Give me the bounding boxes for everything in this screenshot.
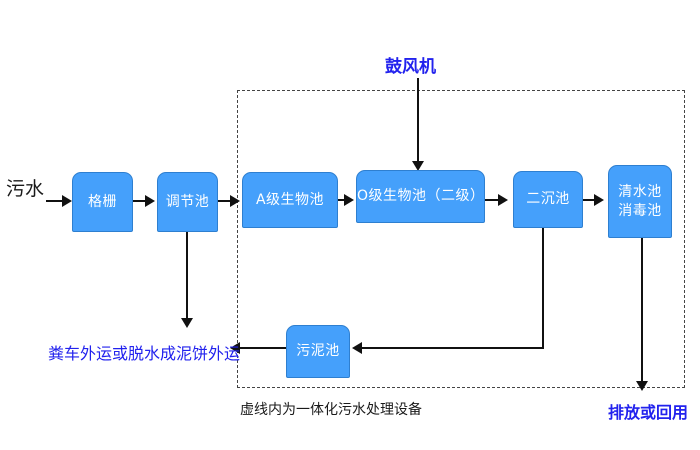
- connector-settling-down-to-sludge: [542, 228, 544, 349]
- connector-o-stage-to-settling: [485, 199, 501, 201]
- connector-a-stage-to-o-stage: [338, 199, 346, 201]
- connector-clearwater-to-discharge: [641, 238, 643, 386]
- arrowhead-inlet-to-grid: [62, 195, 72, 207]
- inlet-label: 污水: [6, 178, 45, 200]
- arrowhead-settling-to-clearwater: [594, 194, 604, 206]
- arrowhead-settling-to-sludge: [352, 342, 362, 354]
- sludge-offsite-label: 粪车外运或脱水成泥饼外运: [48, 344, 241, 363]
- arrowhead-a-stage-to-o-stage: [344, 194, 354, 206]
- node-sludge-tank[interactable]: 污泥池: [286, 325, 350, 378]
- node-clearwater-disinfection-tank[interactable]: 清水池 消毒池: [608, 165, 672, 238]
- node-bar-screen[interactable]: 格栅: [72, 172, 133, 232]
- connector-settling-to-clearwater: [583, 199, 597, 201]
- arrowhead-o-stage-to-settling: [498, 194, 508, 206]
- discharge-reuse-label: 排放或回用: [608, 403, 689, 422]
- node-o-stage-bioreactor[interactable]: O级生物池（二级）: [356, 170, 485, 223]
- node-clearwater-tank-label-line2: 消毒池: [618, 202, 662, 219]
- node-a-stage-bioreactor-label: A级生物池: [255, 191, 325, 208]
- connector-grid-to-regulate: [133, 200, 147, 202]
- node-regulating-tank-label: 调节池: [165, 193, 210, 210]
- arrowhead-clearwater-to-discharge: [636, 381, 648, 391]
- connector-regulate-to-sludge-transport: [186, 232, 188, 322]
- node-clearwater-tank-label-line1: 清水池: [618, 183, 662, 200]
- node-secondary-settling-tank[interactable]: 二沉池: [513, 171, 583, 228]
- node-sludge-tank-label: 污泥池: [296, 343, 340, 360]
- arrowhead-regulate-to-a-stage: [230, 195, 240, 207]
- arrowhead-grid-to-regulate: [145, 195, 155, 207]
- integrated-equipment-boundary: [237, 90, 685, 388]
- connector-sludge-to-offsite: [240, 347, 286, 349]
- blower-label: 鼓风机: [385, 57, 436, 77]
- node-regulating-tank[interactable]: 调节池: [157, 172, 218, 232]
- equipment-boundary-caption: 虚线内为一体化污水处理设备: [240, 402, 422, 418]
- arrowhead-blower-to-o-stage: [412, 161, 424, 171]
- connector-inlet-to-grid: [46, 200, 64, 202]
- node-bar-screen-label: 格栅: [88, 193, 117, 210]
- connector-blower-to-o-stage: [417, 78, 419, 164]
- arrowhead-regulate-to-sludge-transport: [181, 318, 193, 328]
- node-secondary-settling-tank-label: 二沉池: [526, 191, 570, 208]
- arrowhead-sludge-to-offsite: [230, 342, 240, 354]
- node-o-stage-bioreactor-label: O级生物池（二级）: [357, 188, 485, 205]
- node-a-stage-bioreactor[interactable]: A级生物池: [242, 172, 338, 228]
- connector-regulate-to-a-stage: [218, 200, 234, 202]
- connector-settling-left-to-sludge: [362, 347, 544, 349]
